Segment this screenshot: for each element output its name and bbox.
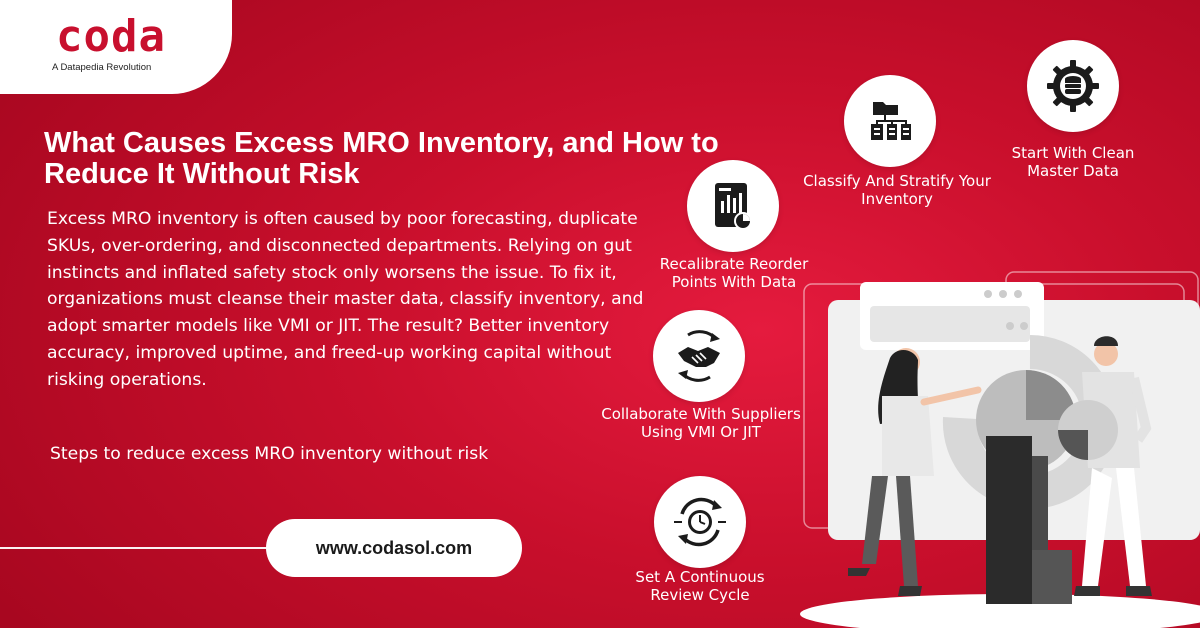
handshake-icon: [678, 330, 720, 382]
step-label-review: Set A Continuous Review Cycle: [635, 568, 765, 604]
logo: coda: [56, 11, 166, 62]
report-chart-icon: [715, 183, 752, 230]
website-link[interactable]: www.codasol.com: [266, 519, 522, 577]
page-title: What Causes Excess MRO Inventory, and Ho…: [44, 127, 719, 190]
step-label-recalibrate: Recalibrate Reorder Points With Data: [659, 255, 809, 291]
step-review-badge: [654, 476, 746, 568]
step-collaborate-badge: [653, 310, 745, 402]
step-clean-data-badge: [1027, 40, 1119, 132]
logo-tagline: A Datapedia Revolution: [52, 62, 152, 73]
step-label-clean-data: Start With Clean Master Data: [1011, 144, 1135, 180]
step-recalibrate-badge: [687, 160, 779, 252]
team-analytics-illustration: [800, 271, 1200, 628]
cycle-clock-icon: [674, 497, 726, 547]
divider-line: [0, 547, 270, 549]
database-gear-icon: [1047, 60, 1099, 112]
intro-paragraph: Excess MRO inventory is often caused by …: [47, 209, 644, 390]
step-label-classify: Classify And Stratify Your Inventory: [803, 172, 991, 208]
step-classify-badge: [844, 75, 936, 167]
step-label-collaborate: Collaborate With Suppliers Using VMI Or …: [601, 405, 801, 441]
hierarchy-folder-icon: [871, 102, 911, 140]
steps-intro: Steps to reduce excess MRO inventory wit…: [50, 444, 489, 464]
logo-card: coda A Datapedia Revolution: [0, 0, 232, 94]
